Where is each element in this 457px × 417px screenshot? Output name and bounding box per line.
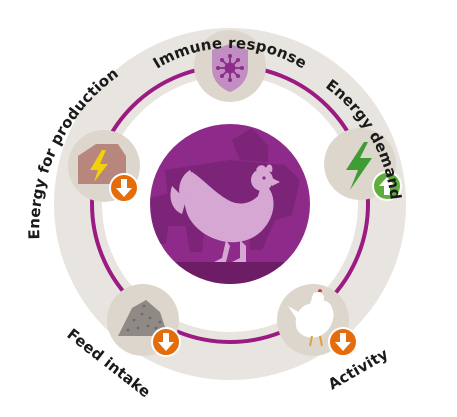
node-feed-intake <box>107 284 181 357</box>
down-arrow-badge-feed <box>151 327 181 357</box>
feed-pile-icon <box>118 300 168 336</box>
white-chicken-icon <box>288 289 334 347</box>
lightning-bolt-icon <box>346 142 372 190</box>
node-energy-demand <box>324 128 402 201</box>
center-circle <box>150 124 310 284</box>
down-arrow-badge-activity <box>328 327 358 357</box>
down-arrow-badge-production <box>109 173 139 203</box>
node-immune-response <box>194 30 266 102</box>
up-arrow-badge <box>372 171 402 201</box>
node-energy-production <box>68 130 140 203</box>
chicken-and-animals-icon <box>150 128 310 284</box>
node-activity <box>277 284 358 357</box>
barn-lightning-icon <box>78 144 126 184</box>
virus-shield-icon <box>212 44 248 92</box>
